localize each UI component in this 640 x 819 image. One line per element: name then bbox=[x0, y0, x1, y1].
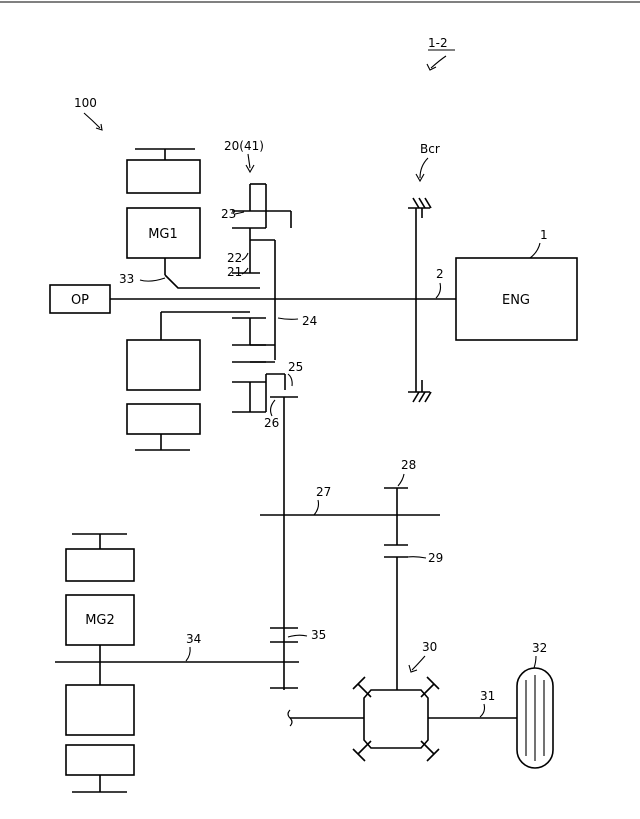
differential-ref-label: 30 bbox=[409, 640, 437, 672]
engine-label: ENG bbox=[502, 293, 530, 308]
drive-wheel bbox=[517, 668, 553, 768]
mg1-assembly bbox=[127, 149, 200, 275]
carrier-ref: 24 bbox=[302, 314, 317, 328]
counter-driven-ref: 28 bbox=[401, 458, 416, 472]
sun-gear-ref: 21 bbox=[227, 265, 242, 279]
gearset-ref-label: 20(41) bbox=[224, 139, 264, 172]
mg1-lower-stack bbox=[127, 312, 250, 450]
svg-text:Bcr: Bcr bbox=[420, 142, 440, 156]
drive-pinion-ref: 29 bbox=[428, 551, 443, 565]
mg2-label: MG2 bbox=[85, 613, 115, 628]
counter-gears bbox=[384, 488, 408, 690]
engine-ref: 1 bbox=[540, 228, 548, 242]
mg1-shaft bbox=[165, 275, 260, 288]
mg2-assembly bbox=[66, 534, 134, 792]
brake-ref-label: Bcr bbox=[416, 142, 440, 181]
system-ref-label: 100 bbox=[74, 96, 102, 130]
svg-text:100: 100 bbox=[74, 96, 97, 110]
input-shaft-ref: 2 bbox=[436, 267, 444, 281]
mg1-label: MG1 bbox=[148, 227, 178, 242]
carrier-links bbox=[232, 318, 275, 362]
svg-text:20(41): 20(41) bbox=[224, 139, 264, 153]
op-label: OP bbox=[71, 293, 89, 308]
drive-gear-ref: 25 bbox=[288, 360, 303, 374]
mg2-shaft-ref: 34 bbox=[186, 632, 201, 646]
pinion-ref: 22 bbox=[227, 251, 242, 265]
output-gear-ref: 26 bbox=[264, 416, 279, 430]
axle-ref: 31 bbox=[480, 689, 495, 703]
mg1-shaft-ref: 33 bbox=[119, 272, 134, 286]
fig-ref-label: 1-2 bbox=[427, 36, 455, 70]
reduction-gear-ref: 35 bbox=[311, 628, 326, 642]
wheel-ref: 32 bbox=[532, 641, 547, 655]
brake-bcr bbox=[408, 198, 431, 402]
ring-gear-ref: 23 bbox=[221, 207, 236, 221]
counter-shaft-ref: 27 bbox=[316, 485, 331, 499]
svg-text:30: 30 bbox=[422, 640, 437, 654]
svg-text:1-2: 1-2 bbox=[428, 36, 448, 50]
